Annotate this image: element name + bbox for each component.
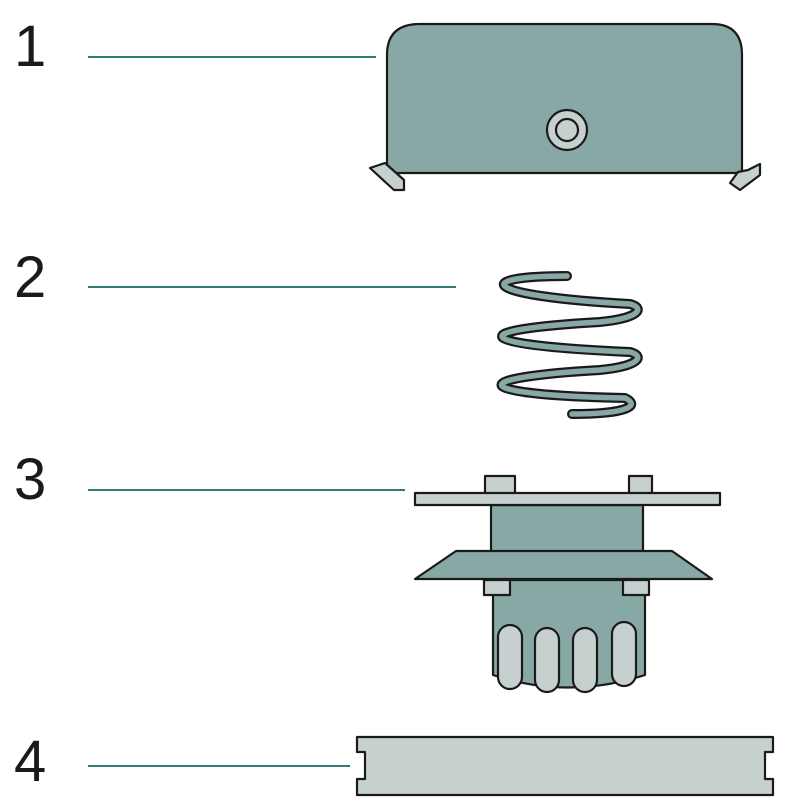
part-4-base-plate xyxy=(355,735,775,797)
bolt-right xyxy=(627,474,654,496)
part-2-spring xyxy=(496,271,643,419)
part-1-cover xyxy=(368,22,762,192)
foot-left xyxy=(368,161,406,192)
nut-left xyxy=(482,578,512,597)
label-1: 1 xyxy=(14,14,46,79)
nut-right xyxy=(621,578,651,597)
bolt-left xyxy=(483,474,517,496)
foot-right xyxy=(728,162,762,192)
label-4: 4 xyxy=(14,729,46,794)
label-3: 3 xyxy=(14,447,46,512)
part-3-valve-assembly xyxy=(413,474,722,694)
label-2: 2 xyxy=(14,245,46,310)
